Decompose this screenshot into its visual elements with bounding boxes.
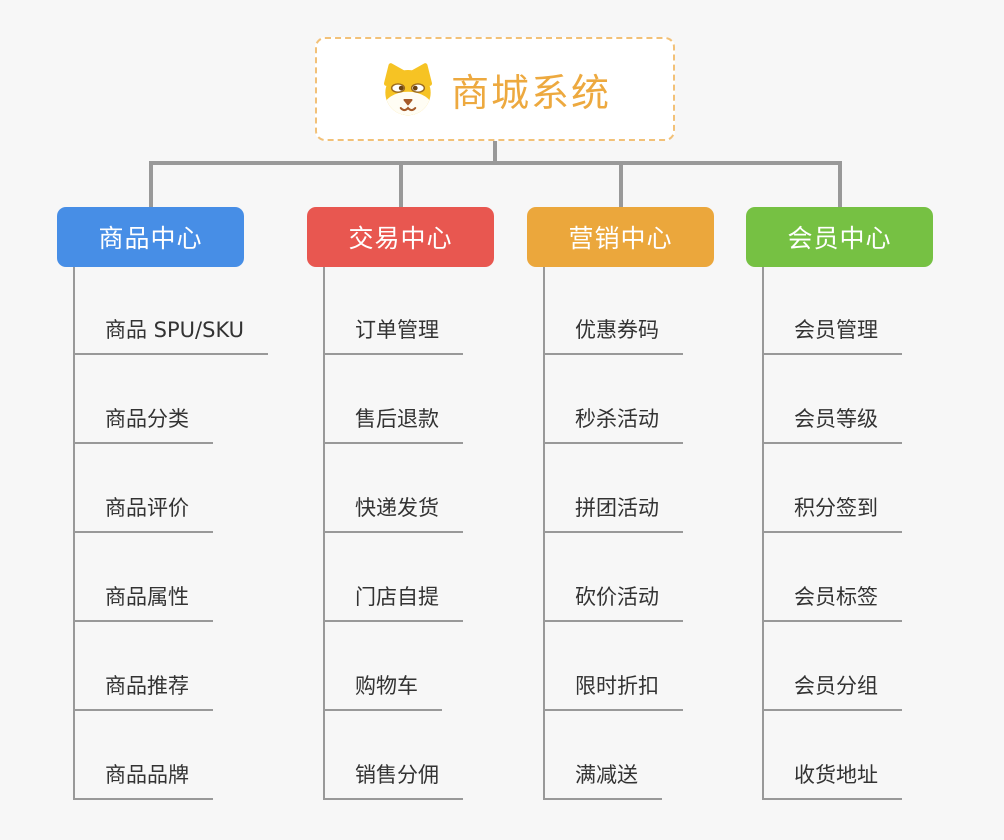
branch-item[interactable]: 会员等级 xyxy=(764,355,902,444)
branch-column: 商品中心 商品 SPU/SKU 商品分类 商品评价 商品属性 商品推荐 商品品牌 xyxy=(57,207,269,800)
branch-header[interactable]: 交易中心 xyxy=(307,207,494,267)
branch-item[interactable]: 销售分佣 xyxy=(325,711,463,800)
branch-column: 会员中心 会员管理 会员等级 积分签到 会员标签 会员分组 收货地址 xyxy=(746,207,933,800)
dog-face-icon xyxy=(379,60,437,118)
connector-root-stub xyxy=(493,139,497,163)
branch-item[interactable]: 商品品牌 xyxy=(75,711,213,800)
branch-item[interactable]: 会员分组 xyxy=(764,622,902,711)
connector-stub-branch-1 xyxy=(149,163,153,207)
connector-stub-branch-4 xyxy=(838,163,842,207)
branch-item[interactable]: 商品分类 xyxy=(75,355,213,444)
connector-bus xyxy=(149,161,842,165)
branch-item[interactable]: 秒杀活动 xyxy=(545,355,683,444)
branch-children: 优惠券码 秒杀活动 拼团活动 砍价活动 限时折扣 满减送 xyxy=(543,267,714,800)
branch-item[interactable]: 快递发货 xyxy=(325,444,463,533)
branch-item[interactable]: 售后退款 xyxy=(325,355,463,444)
branch-children: 会员管理 会员等级 积分签到 会员标签 会员分组 收货地址 xyxy=(762,267,933,800)
root-title: 商城系统 xyxy=(450,70,611,115)
branch-item[interactable]: 拼团活动 xyxy=(545,444,683,533)
branch-item[interactable]: 门店自提 xyxy=(325,533,463,622)
branch-item[interactable]: 收货地址 xyxy=(764,711,902,800)
branch-item[interactable]: 砍价活动 xyxy=(545,533,683,622)
branch-item[interactable]: 商品 SPU/SKU xyxy=(75,267,269,355)
branch-item[interactable]: 商品评价 xyxy=(75,444,213,533)
branch-item[interactable]: 优惠券码 xyxy=(545,267,683,355)
branch-item[interactable]: 商品属性 xyxy=(75,533,213,622)
branch-header[interactable]: 会员中心 xyxy=(746,207,933,267)
branch-header[interactable]: 营销中心 xyxy=(527,207,714,267)
branch-column: 交易中心 订单管理 售后退款 快递发货 门店自提 购物车 销售分佣 xyxy=(307,207,494,800)
branch-children: 商品 SPU/SKU 商品分类 商品评价 商品属性 商品推荐 商品品牌 xyxy=(73,267,269,800)
branch-children: 订单管理 售后退款 快递发货 门店自提 购物车 销售分佣 xyxy=(323,267,494,800)
branch-item[interactable]: 积分签到 xyxy=(764,444,902,533)
branch-item[interactable]: 订单管理 xyxy=(325,267,463,355)
connector-stub-branch-2 xyxy=(399,163,403,207)
branch-item[interactable]: 会员标签 xyxy=(764,533,902,622)
root-node[interactable]: 商城系统 xyxy=(315,37,675,141)
branch-item[interactable]: 满减送 xyxy=(545,711,662,800)
branch-item[interactable]: 购物车 xyxy=(325,622,442,711)
branch-column: 营销中心 优惠券码 秒杀活动 拼团活动 砍价活动 限时折扣 满减送 xyxy=(527,207,714,800)
branch-header[interactable]: 商品中心 xyxy=(57,207,244,267)
branch-item[interactable]: 限时折扣 xyxy=(545,622,683,711)
branch-item[interactable]: 商品推荐 xyxy=(75,622,213,711)
branch-item[interactable]: 会员管理 xyxy=(764,267,902,355)
connector-stub-branch-3 xyxy=(619,163,623,207)
